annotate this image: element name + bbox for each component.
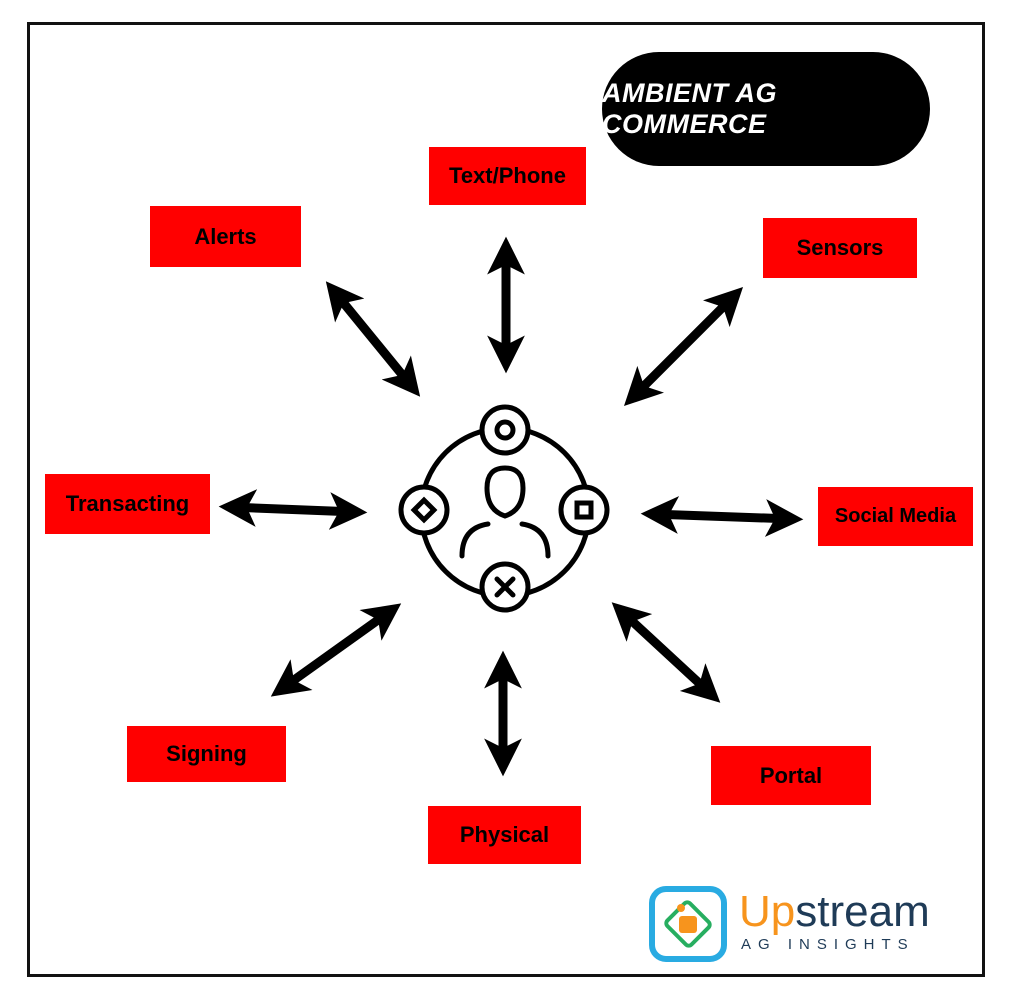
node-transacting: Transacting <box>45 474 210 534</box>
node-sensors: Sensors <box>763 218 917 278</box>
node-signing: Signing <box>127 726 286 782</box>
logo-wordmark: Upstream <box>739 886 930 938</box>
arrow-social-media <box>640 496 804 537</box>
logo-word-stream: stream <box>795 887 930 936</box>
node-social-media: Social Media <box>818 487 973 546</box>
arrow-transacting <box>218 489 368 530</box>
logo-subtitle: AG INSIGHTS <box>741 936 915 953</box>
arrow-alerts <box>325 281 421 397</box>
node-alerts: Alerts <box>150 206 301 267</box>
upstream-logo: Upstream AG INSIGHTS <box>649 886 979 962</box>
node-text-phone: Text/Phone <box>429 147 586 205</box>
arrow-sensors <box>623 286 744 407</box>
node-portal: Portal <box>711 746 871 805</box>
arrow-portal <box>611 602 721 703</box>
logo-word-up: Up <box>739 887 796 936</box>
upstream-logo-icon <box>649 886 727 962</box>
node-physical: Physical <box>428 806 581 864</box>
diagram-title: AMBIENT AG COMMERCE <box>602 78 777 139</box>
arrow-signing <box>270 603 402 697</box>
title-pill: AMBIENT AG COMMERCE <box>602 52 930 166</box>
user-hub-icon <box>398 404 610 613</box>
